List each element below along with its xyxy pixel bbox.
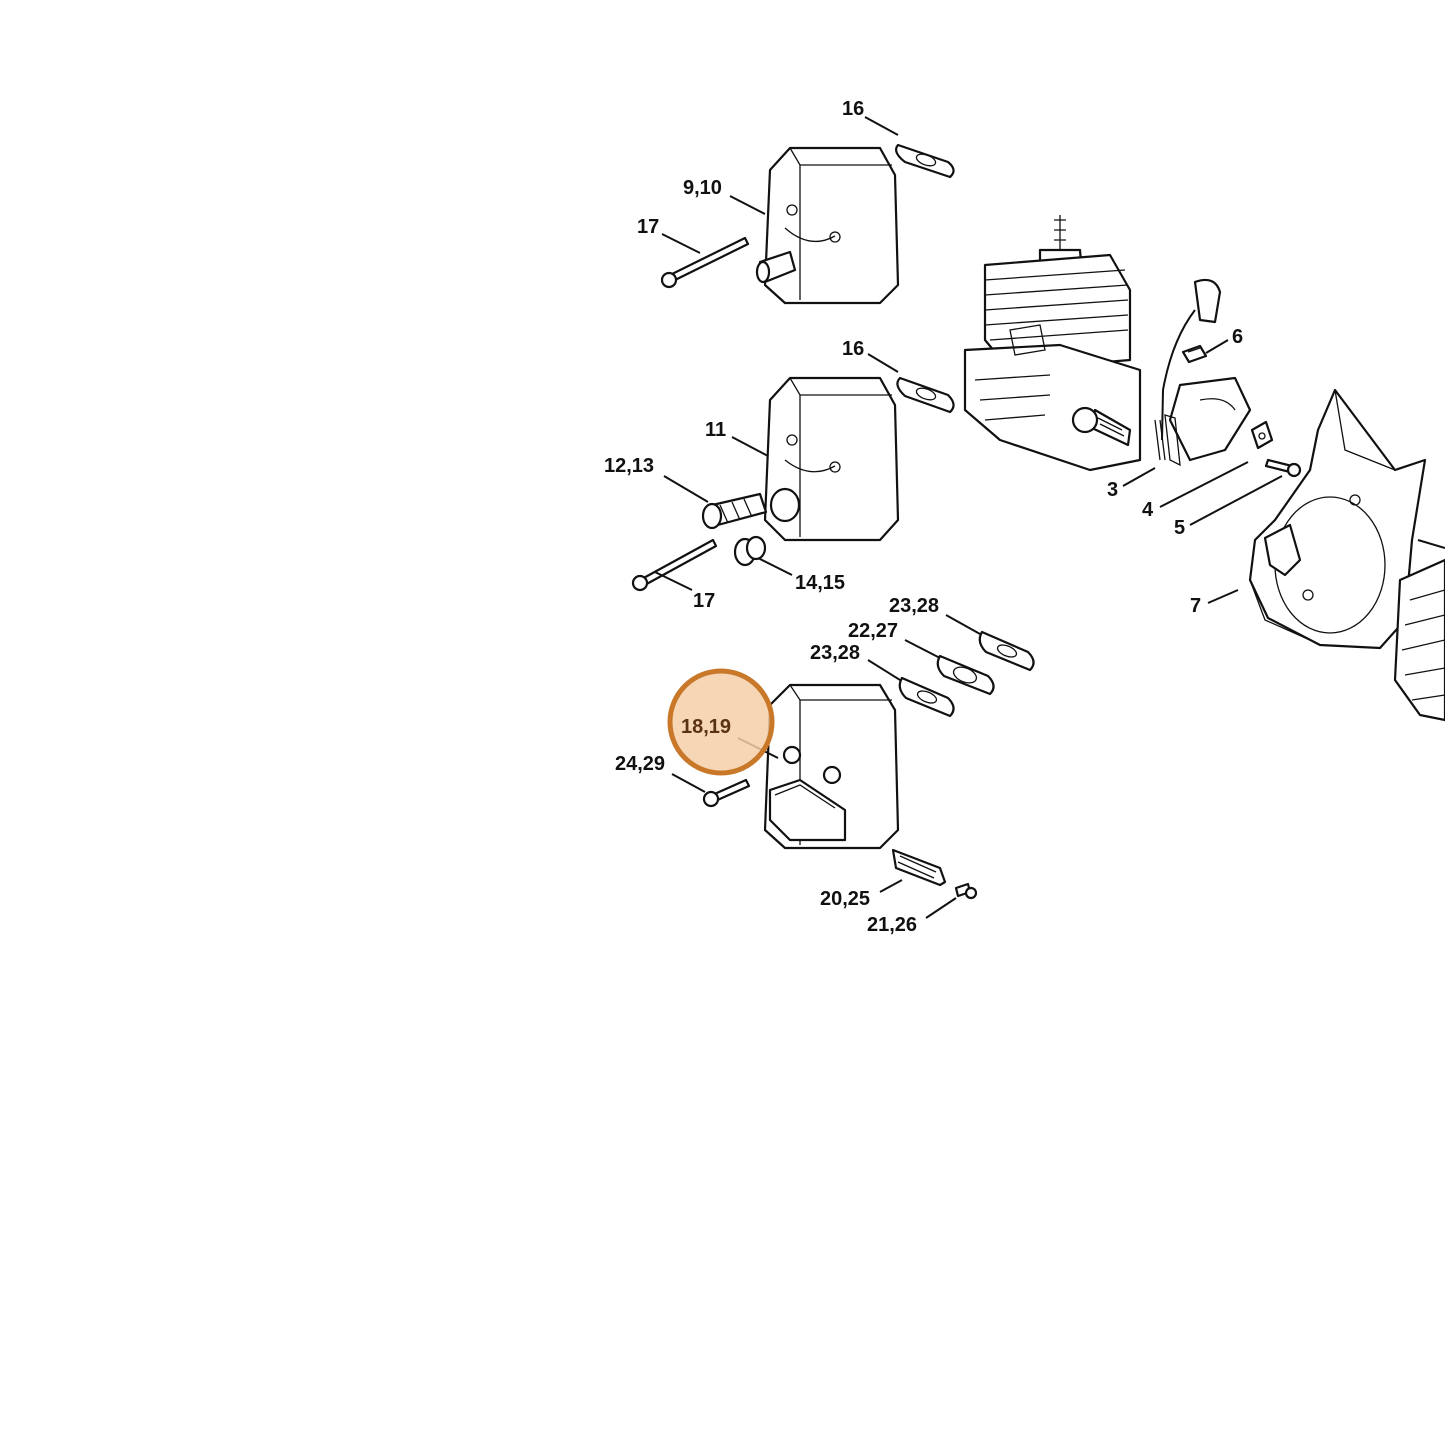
screw-5[interactable] xyxy=(1264,458,1302,478)
spark-screen-12-13[interactable] xyxy=(701,492,768,530)
label-21-26: 21,26 xyxy=(867,914,917,936)
label-24-29: 24,29 xyxy=(615,753,665,775)
gasket-23-28-upper[interactable] xyxy=(978,630,1035,672)
label-6: 6 xyxy=(1232,326,1243,348)
label-17-top: 17 xyxy=(637,216,659,238)
label-9-10: 9,10 xyxy=(683,177,722,199)
label-7: 7 xyxy=(1190,595,1201,617)
label-23-28-upper: 23,28 xyxy=(889,595,939,617)
screen-plate-20-25[interactable] xyxy=(891,848,947,887)
gasket-22-27[interactable] xyxy=(936,654,995,696)
leader-lines xyxy=(654,116,1283,919)
label-11: 11 xyxy=(705,419,726,441)
label-14-15: 14,15 xyxy=(795,572,845,594)
bolt-17-top[interactable] xyxy=(660,236,750,289)
flywheel-partial[interactable] xyxy=(1393,539,1445,722)
ignition-module-3[interactable] xyxy=(1154,278,1252,467)
highlight-circle xyxy=(667,668,775,776)
label-4: 4 xyxy=(1142,499,1154,521)
label-23-28-lower: 23,28 xyxy=(810,642,860,664)
screw-21-26[interactable] xyxy=(954,882,978,900)
screw-24-29[interactable] xyxy=(702,778,751,808)
gasket-16-top[interactable] xyxy=(895,143,955,179)
terminal-4[interactable] xyxy=(1250,420,1274,450)
label-18-19: 18,19 xyxy=(681,716,731,738)
muffler-9-10[interactable] xyxy=(755,146,900,305)
label-17-middle: 17 xyxy=(693,590,715,612)
gasket-16-middle[interactable] xyxy=(896,376,955,414)
label-16-top: 16 xyxy=(842,98,864,120)
label-3: 3 xyxy=(1107,479,1118,501)
muffler-11[interactable] xyxy=(763,376,900,542)
fan-housing-7[interactable] xyxy=(1248,388,1427,650)
clip-6[interactable] xyxy=(1181,344,1208,364)
muffler-18-19[interactable] xyxy=(763,683,900,850)
fitting-14-15[interactable] xyxy=(733,535,767,567)
label-12-13: 12,13 xyxy=(604,455,654,477)
callout-labels: 16 9,10 17 16 11 12,13 17 14,15 23,28 22… xyxy=(604,98,1243,936)
label-20-25: 20,25 xyxy=(820,888,870,910)
engine-cylinder[interactable] xyxy=(963,215,1142,472)
label-5: 5 xyxy=(1174,517,1185,539)
gasket-23-28-lower[interactable] xyxy=(898,676,955,718)
label-22-27: 22,27 xyxy=(848,620,898,642)
label-16-middle: 16 xyxy=(842,338,864,360)
